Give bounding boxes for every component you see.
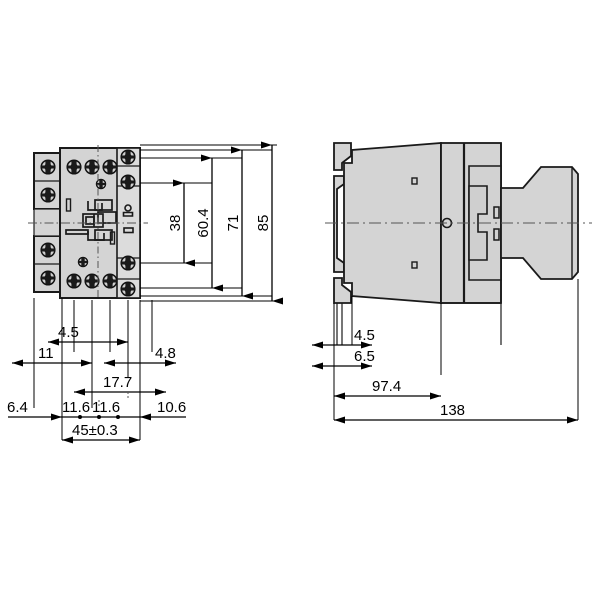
dim-71: 71 (225, 146, 253, 300)
side-slot-top (493, 206, 500, 219)
dim-11-6-chain: 11.6 11.6 (62, 399, 140, 419)
dim-60-4: 60.4 (195, 154, 223, 292)
front-main-body (28, 145, 148, 300)
dim-11-6-a-label: 11.6 (62, 399, 90, 416)
dim-10-6: 10.6 (140, 399, 186, 421)
terminal-screw-t1 (66, 159, 82, 175)
dim-side-138-label: 138 (440, 402, 465, 419)
dim-10-6-label: 10.6 (157, 399, 186, 416)
terminal-screw-t2 (84, 159, 100, 175)
dim-4-5-label: 4.5 (58, 324, 79, 341)
front-view: 38 60.4 71 85 (7, 141, 283, 444)
dim-45: 45±0.3 (62, 422, 140, 444)
dim-4-5: 4.5 (48, 324, 128, 346)
dim-side-97-4: 97.4 (334, 378, 441, 400)
aux-screw-r1 (120, 149, 136, 165)
terminal-screw-b2 (84, 273, 100, 289)
terminal-screw-aux-bottom (77, 256, 89, 268)
bracket-screw-2 (40, 187, 56, 203)
dim-side-6-5-label: 6.5 (354, 348, 375, 365)
dim-side-138: 138 (334, 402, 578, 424)
dim-60-4-label: 60.4 (195, 208, 212, 237)
side-extension-lines (333, 279, 579, 420)
dim-4-8: 4.8 (104, 345, 176, 367)
terminal-screw-t3 (102, 159, 118, 175)
dim-38-label: 38 (167, 215, 184, 232)
dim-6-4: 6.4 (7, 399, 62, 421)
bracket-screw-4 (40, 270, 56, 286)
dim-side-4-5-label: 4.5 (354, 327, 375, 344)
bracket-screw-1 (40, 159, 56, 175)
dim-85: 85 (255, 141, 283, 305)
aux-screw-r4 (120, 281, 136, 297)
terminal-slot-icon (123, 227, 134, 234)
terminal-screw-b1 (66, 273, 82, 289)
dim-side-97-4-label: 97.4 (372, 378, 401, 395)
aux-screw-r2 (120, 174, 136, 190)
aux-screw-r3 (120, 255, 136, 271)
dim-side-6-5: 6.5 (312, 348, 375, 370)
side-view: 4.5 6.5 97.4 138 (312, 142, 592, 424)
dim-11: 11 (12, 345, 92, 367)
dim-11-label: 11 (38, 345, 54, 362)
dim-71-label: 71 (225, 215, 242, 232)
dim-38: 38 (167, 179, 195, 267)
dim-17-7: 17.7 (74, 374, 166, 396)
dim-85-label: 85 (255, 215, 272, 232)
dim-6-4-label: 6.4 (7, 399, 28, 416)
coil-marking-icon (122, 204, 134, 217)
housing-hole-top (411, 177, 418, 185)
dim-11-6-b-label: 11.6 (92, 399, 120, 416)
side-slot-bottom (493, 228, 500, 241)
dim-side-4-5: 4.5 (312, 327, 375, 349)
dim-4-8-label: 4.8 (155, 345, 176, 362)
dim-17-7-label: 17.7 (103, 374, 132, 391)
terminal-screw-b3 (102, 273, 118, 289)
body-slot-left (65, 198, 72, 212)
front-vertical-dimensions: 38 60.4 71 85 (140, 141, 283, 305)
bracket-screw-3 (40, 242, 56, 258)
dim-45-label: 45±0.3 (72, 422, 118, 439)
side-mounting-clip (333, 142, 352, 345)
housing-hole-bottom (411, 261, 418, 269)
